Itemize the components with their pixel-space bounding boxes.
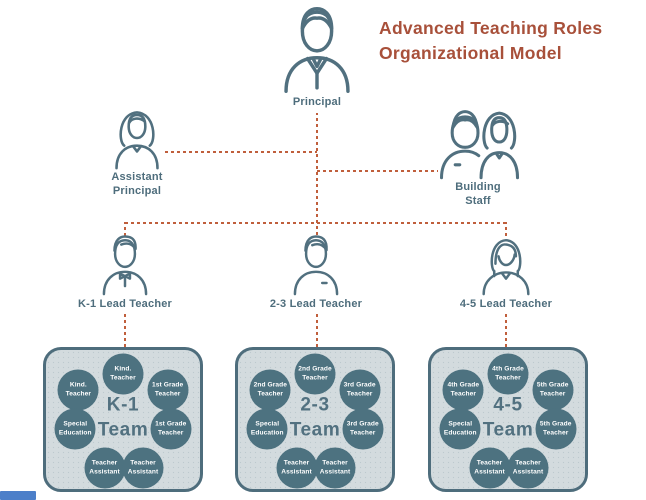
connector-lead-k1-drop	[124, 222, 126, 236]
team-word: Team	[289, 419, 341, 441]
node-lead-teacher-23: 2-3 Lead Teacher	[266, 233, 366, 311]
lead-teacher-45-label: 4-5 Lead Teacher	[459, 298, 553, 310]
connector-assistant-branch	[165, 151, 317, 153]
team-member: Special Education	[54, 408, 96, 450]
connector-team-k1-drop	[124, 313, 126, 347]
team-name-line: 2-3	[300, 394, 330, 416]
team-member: 1st Grade Teacher	[150, 408, 192, 450]
man-in-suit-icon	[284, 6, 350, 93]
page-title-line1: Advanced Teaching Roles	[379, 18, 603, 38]
connector-principal-vertical	[316, 113, 318, 235]
team-member: Teacher Assistant	[276, 447, 318, 489]
page-title-line2: Organizational Model	[379, 43, 562, 64]
woman-bob-icon	[482, 238, 530, 296]
node-building-staff: Building Staff	[426, 104, 530, 209]
man-and-woman-icon	[440, 110, 520, 180]
team-member: Special Education	[439, 408, 481, 450]
connector-team-45-drop	[505, 313, 507, 347]
connector-lead-45-drop	[505, 222, 507, 236]
team-member: Kind. Teacher	[102, 353, 144, 395]
woman-long-hair-icon	[115, 111, 159, 170]
team-member: 4th Grade Teacher	[487, 353, 529, 395]
connector-leads-horizontal	[125, 222, 507, 224]
assistant-principal-label-line2: Principal	[112, 185, 162, 198]
node-assistant-principal: Assistant Principal	[87, 106, 187, 199]
bottom-left-blue-bar	[0, 491, 36, 500]
principal-label: Principal	[292, 96, 342, 108]
team-member: Special Education	[246, 408, 288, 450]
team-member: Teacher Assistant	[84, 447, 126, 489]
assistant-principal-label-line1: Assistant	[111, 171, 163, 183]
team-member: 5th Grade Teacher	[532, 369, 574, 411]
node-lead-teacher-k1: K-1 Lead Teacher	[75, 233, 175, 311]
lead-teacher-k1-label: K-1 Lead Teacher	[77, 298, 173, 310]
team-member: 2nd Grade Teacher	[294, 353, 336, 395]
team-box-k1: Kind. Teacher Kind. Teacher 1st Grade Te…	[43, 347, 203, 492]
team-member: Teacher Assistant	[469, 447, 511, 489]
team-member: 3rd Grade Teacher	[342, 408, 384, 450]
team-member: 5th Grade Teacher	[535, 408, 577, 450]
team-member: 1st Grade Teacher	[147, 369, 189, 411]
building-staff-label-line1: Building	[455, 181, 501, 193]
team-name-45: 4-5 Team	[483, 393, 534, 442]
lead-teacher-23-label: 2-3 Lead Teacher	[269, 298, 363, 310]
team-member: Kind. Teacher	[57, 369, 99, 411]
team-member: 3rd Grade Teacher	[339, 369, 381, 411]
team-member: Teacher Assistant	[314, 447, 356, 489]
building-staff-label: Building Staff	[455, 180, 501, 209]
team-member: Teacher Assistant	[507, 447, 549, 489]
team-word: Team	[482, 419, 534, 441]
connector-team-23-drop	[316, 313, 318, 347]
team-name-line: K-1	[106, 394, 140, 416]
team-word: Team	[97, 419, 149, 441]
man-bowtie-icon	[102, 235, 148, 296]
team-member: 4th Grade Teacher	[442, 369, 484, 411]
team-name-k1: K-1 Team	[98, 393, 149, 442]
team-box-45: 4th Grade Teacher 4th Grade Teacher 5th …	[428, 347, 588, 492]
team-member: Teacher Assistant	[122, 447, 164, 489]
node-principal: Principal	[269, 5, 365, 109]
man-icon	[293, 235, 339, 296]
team-box-23: 2nd Grade Teacher 2nd Grade Teacher 3rd …	[235, 347, 395, 492]
team-member: 2nd Grade Teacher	[249, 369, 291, 411]
node-lead-teacher-45: 4-5 Lead Teacher	[456, 233, 556, 311]
building-staff-label-line2: Staff	[465, 195, 491, 208]
connector-building-staff-branch	[317, 170, 438, 172]
team-name-line: 4-5	[493, 394, 523, 416]
team-name-23: 2-3 Team	[290, 393, 341, 442]
assistant-principal-label: Assistant Principal	[111, 170, 162, 199]
page-title: Advanced Teaching Roles Organizational M…	[379, 16, 639, 67]
